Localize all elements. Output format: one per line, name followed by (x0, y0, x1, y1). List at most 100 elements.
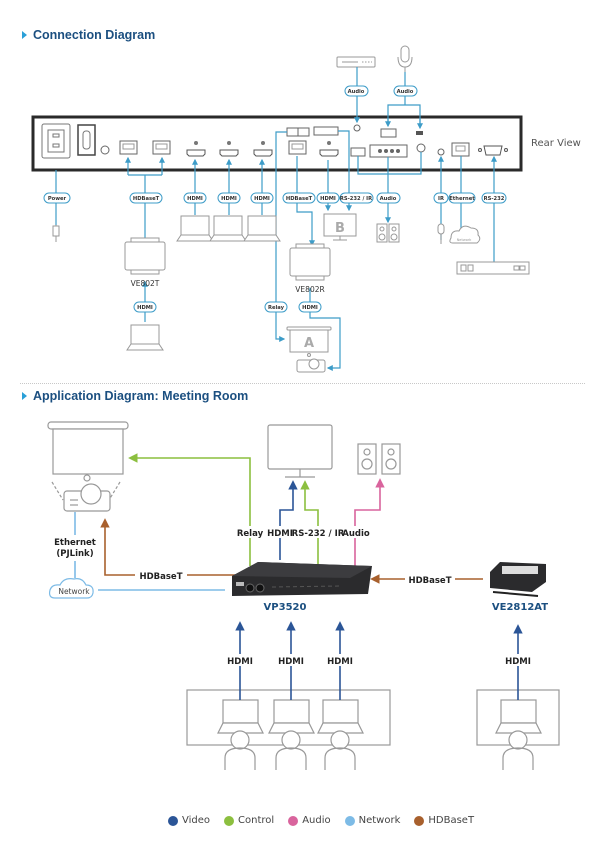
laptop-icon (317, 699, 364, 734)
display-b-icon (323, 213, 357, 241)
display-b-label: B (335, 221, 345, 236)
pill-audio-out: Audio (376, 192, 401, 204)
svg-text:IR: IR (438, 196, 444, 202)
pill-audio-top-2: Audio (393, 85, 418, 97)
triangle-bullet-icon (22, 31, 27, 39)
svg-text:RS-232: RS-232 (484, 196, 505, 202)
power-plug-icon (52, 225, 60, 237)
hdbaset-left-line (100, 518, 235, 576)
amplifier-icon (336, 56, 376, 68)
projection-beam (108, 481, 121, 501)
hdmi-port-icon (186, 141, 206, 157)
db9-port-icon (478, 145, 508, 156)
network-label: Network (58, 587, 90, 596)
rear-panel (31, 115, 523, 172)
person-icon (502, 730, 534, 770)
connection-diagram-title: Connection Diagram (22, 28, 155, 42)
projector-icon (63, 483, 111, 512)
legend-item-audio: Audio (288, 815, 331, 826)
svg-text:Audio: Audio (380, 196, 397, 202)
legend-item-hdbaset: HDBaseT (414, 815, 474, 826)
application-diagram-title: Application Diagram: Meeting Room (22, 389, 248, 403)
network-cloud-icon (449, 225, 481, 244)
svg-text:Ethernet: Ethernet (449, 196, 475, 202)
svg-text:HDMI: HDMI (302, 305, 318, 311)
ve802r-device (289, 243, 331, 281)
microphone-icon (397, 45, 413, 72)
rj45-port-icon (119, 140, 138, 155)
hdmi-output-line (279, 480, 298, 560)
network-label: Network (457, 238, 473, 242)
screen-a-label: A (304, 336, 314, 351)
ir-receiver-icon (437, 223, 445, 244)
hdmi-port-icon (253, 141, 273, 157)
relay-line (128, 453, 251, 566)
hdbaset-left-label: HDBaseT (139, 572, 182, 582)
rear-view-label: Rear View (531, 138, 581, 149)
conference-table-right (476, 689, 560, 746)
network-cloud-icon (48, 578, 94, 599)
pill-rs232-ir: RS-232 / IR (339, 192, 374, 204)
legend-dot-icon (224, 815, 235, 826)
svg-text:Audio: Audio (348, 89, 365, 95)
audio-line (354, 478, 385, 570)
phantom-switch-icon (416, 131, 423, 135)
audio-jack-icon (353, 124, 361, 132)
hdmi-input-label: HDMI (327, 657, 353, 667)
pill-relay: Relay (264, 301, 288, 313)
laptop-icon (268, 699, 315, 734)
svg-text:HDBaseT: HDBaseT (133, 196, 160, 202)
laptop-icon (217, 699, 264, 734)
speakers-icon (376, 223, 400, 243)
power-socket-icon (41, 123, 71, 159)
ve2812at-device (490, 562, 546, 597)
pill-hdmi-ve802r: HDMI (298, 301, 322, 313)
relay-label: Relay (237, 529, 264, 539)
projector-screen-icon (47, 421, 129, 482)
projection-beam (51, 481, 64, 501)
rj45-port-icon (152, 140, 171, 155)
rs232-ir-line (300, 480, 319, 566)
pill-ir: IR (433, 192, 449, 204)
ir-jack-icon (437, 148, 445, 156)
person-icon (324, 730, 356, 770)
hdmi-input-label: HDMI (278, 657, 304, 667)
projector-screen-a-icon (286, 326, 332, 357)
rj45-port-icon (288, 140, 307, 155)
pill-hdbaset-out: HDBaseT (282, 192, 316, 204)
svg-text:Power: Power (48, 196, 67, 202)
svg-text:HDMI: HDMI (221, 196, 237, 202)
svg-text:Audio: Audio (397, 89, 414, 95)
legend: Video Control Audio Network HDBaseT (168, 815, 474, 826)
laptop-icon (243, 215, 281, 242)
laptop-icon (176, 215, 214, 242)
pill-hdmi-ve802t: HDMI (133, 301, 157, 313)
hdmi-input-label: HDMI (505, 657, 531, 667)
laptop-icon (126, 324, 164, 351)
rs232-ir-label: RS-232 / IR (292, 529, 345, 539)
svg-text:HDMI: HDMI (320, 196, 336, 202)
pill-hdmi-2: HDMI (217, 192, 241, 204)
triangle-bullet-icon (22, 392, 27, 400)
legend-dot-icon (414, 815, 425, 826)
person-icon (275, 730, 307, 770)
legend-dot-icon (344, 815, 355, 826)
ve802t-device (124, 237, 166, 275)
pill-hdmi-out: HDMI (316, 192, 340, 204)
hdmi-input-label: HDMI (227, 657, 253, 667)
legend-item-video: Video (168, 815, 210, 826)
ground-terminal-icon (100, 145, 110, 155)
svg-text:RS-232 / IR: RS-232 / IR (340, 196, 372, 202)
svg-text:HDMI: HDMI (137, 305, 153, 311)
laptop-icon (495, 699, 542, 734)
conference-table-left (186, 689, 391, 746)
hdmi-port-icon (219, 141, 239, 157)
svg-text:Relay: Relay (268, 305, 285, 311)
ethernet-label: Ethernet (54, 538, 96, 548)
legend-dot-icon (288, 815, 299, 826)
section-divider (20, 383, 585, 384)
pill-audio-top-1: Audio (344, 85, 369, 97)
mic-terminal-icon (380, 128, 397, 138)
pjlink-label: (PJLink) (56, 549, 93, 559)
audio-label: Audio (342, 529, 370, 539)
